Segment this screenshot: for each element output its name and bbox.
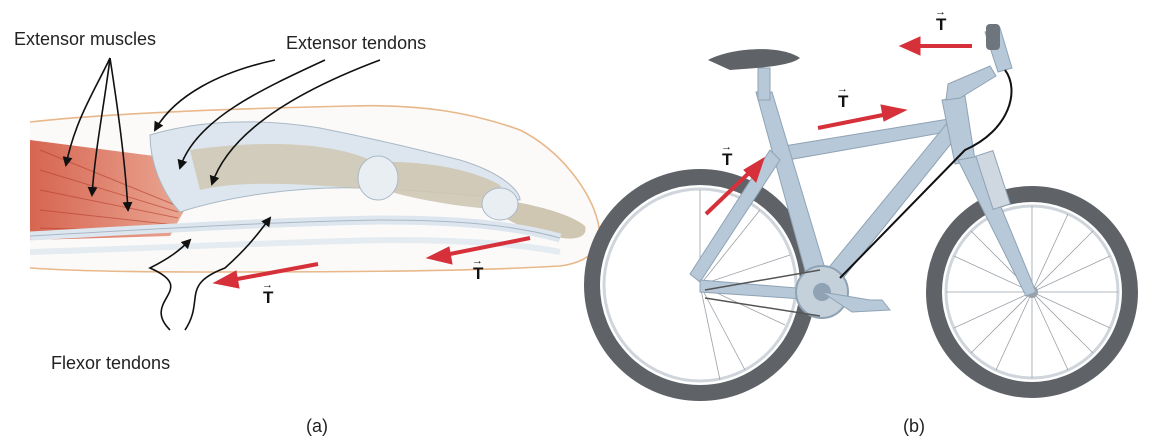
tension-vector-symbol: → T [936, 16, 946, 33]
panel-b-caption: (b) [903, 416, 925, 437]
tension-arrow [818, 114, 888, 128]
extensor-muscles-label: Extensor muscles [14, 29, 156, 50]
extensor-tendons-label: Extensor tendons [286, 33, 426, 54]
panel-a-caption: (a) [306, 416, 328, 437]
bicycle-illustration [592, 24, 1130, 393]
vector-arrow-glyph: → [721, 142, 732, 153]
joint-capsule [482, 188, 518, 220]
vector-arrow-glyph: → [935, 7, 946, 18]
vector-arrow-glyph: → [262, 280, 273, 291]
seat-post [758, 68, 770, 100]
tension-arrow-head [881, 105, 906, 121]
tension-vector-symbol: → T [722, 151, 732, 168]
vector-arrow-glyph: → [837, 84, 848, 95]
tension-arrow-head [214, 271, 239, 288]
stem [946, 66, 996, 100]
vector-arrow-glyph: → [472, 256, 483, 267]
tension-vector-symbol: → T [263, 289, 273, 306]
tension-arrow-head [900, 37, 920, 55]
finger-illustration [30, 106, 599, 272]
grip [986, 24, 1000, 50]
bike-frame [690, 92, 1036, 300]
joint-capsule [358, 156, 398, 200]
flexor-tendons-label: Flexor tendons [51, 353, 170, 374]
tension-vector-symbol: → T [473, 265, 483, 282]
saddle [708, 49, 800, 70]
tension-vector-symbol: → T [838, 93, 848, 110]
